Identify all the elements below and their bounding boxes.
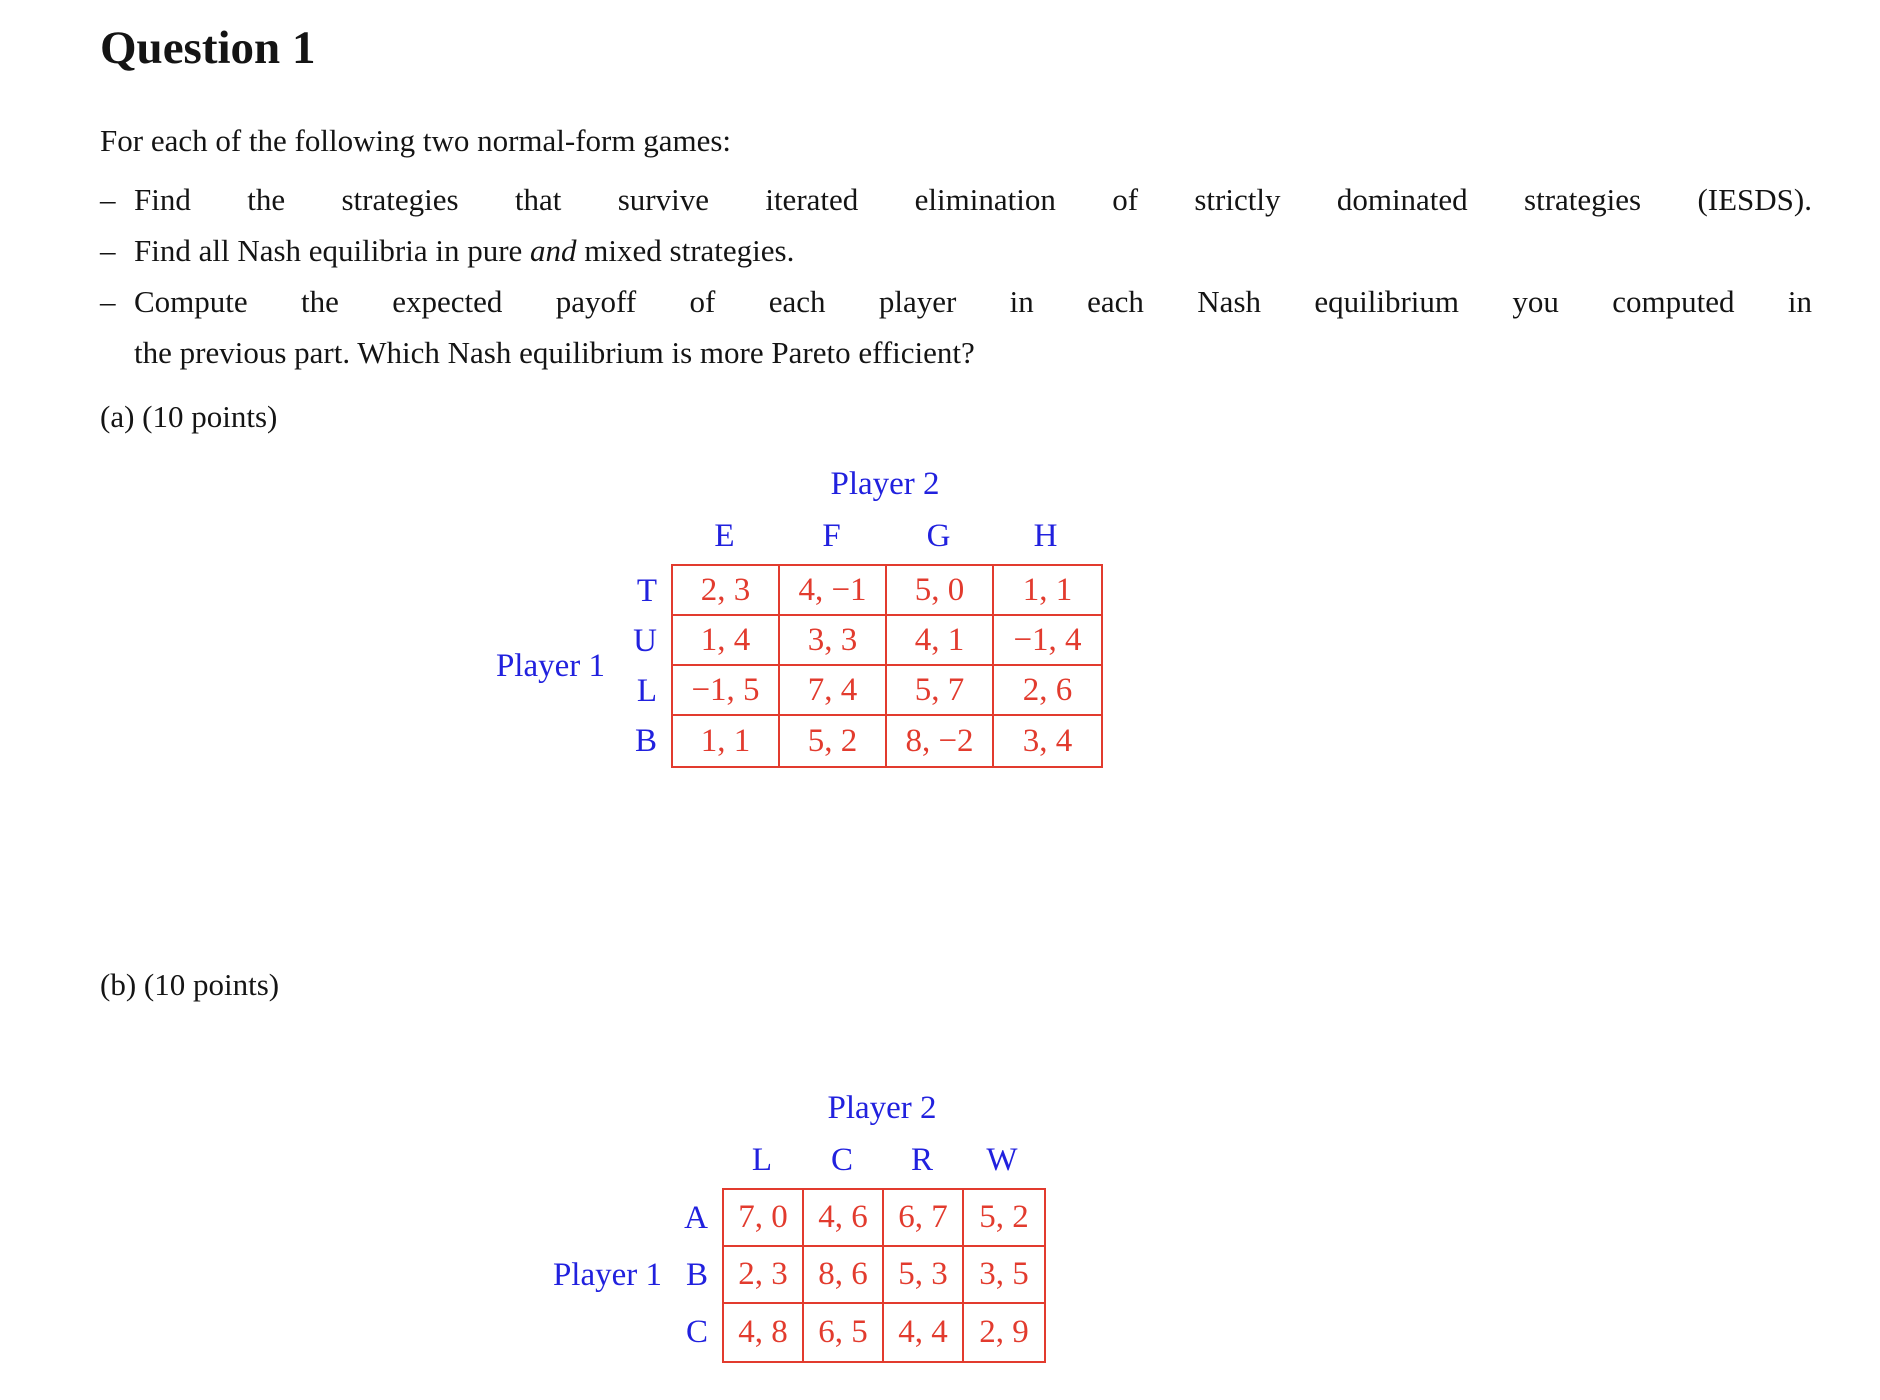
game-a-payoff-grid: 2, 3 4, −1 5, 0 1, 1 1, 4 3, 3 4, 1 −1, …: [671, 564, 1103, 768]
part-a-label: (a) (10 points): [100, 399, 278, 434]
payoff-cell: 5, 2: [964, 1190, 1044, 1247]
bullet-dash: –: [100, 284, 116, 319]
column-header: R: [910, 1142, 933, 1178]
payoff-cell: 5, 3: [884, 1247, 964, 1304]
game-b-matrix: Player 2 L C R W Player 1 A B C 7, 0 4, …: [540, 1086, 1046, 1363]
row-header: B: [634, 722, 657, 759]
game-a-player1-label: Player 1: [495, 647, 605, 684]
payoff-cell: 3, 3: [780, 616, 887, 666]
payoff-cell: 5, 2: [780, 716, 887, 766]
bullet-text-part: Find all Nash equilibria in pure: [134, 233, 531, 268]
game-b-player1-label: Player 1: [552, 1257, 662, 1293]
payoff-cell: −1, 5: [673, 666, 780, 716]
payoff-cell: 1, 1: [994, 566, 1101, 616]
row-header: B: [685, 1257, 708, 1293]
bullet-text-part: mixed strategies.: [576, 233, 795, 268]
bullet-text: Find all Nash equilibria in pure and mix…: [134, 225, 1812, 276]
payoff-cell: 2, 3: [673, 566, 780, 616]
intro-text: For each of the following two normal-for…: [100, 123, 732, 158]
payoff-cell: 8, 6: [804, 1247, 884, 1304]
game-a-body: Player 1 T U L B 2, 3 4, −1 5, 0 1, 1 1,…: [483, 564, 1103, 768]
game-a-matrix: Player 2 E F G H Player 1 T U L B 2, 3 4…: [483, 462, 1103, 768]
column-header: G: [926, 518, 951, 554]
row-header: A: [684, 1200, 708, 1236]
bullet-dash: –: [100, 233, 116, 268]
payoff-cell: 4, 6: [804, 1190, 884, 1247]
payoff-cell: 7, 0: [724, 1190, 804, 1247]
page-title: Question 1: [100, 22, 316, 74]
bullet-item-payoff: – Compute the expected payoff of each pl…: [100, 276, 1812, 378]
game-a-player2-label: Player 2: [830, 466, 940, 502]
row-header: C: [685, 1314, 708, 1350]
payoff-cell: 4, 1: [887, 616, 994, 666]
payoff-cell: 3, 4: [1022, 722, 1073, 759]
payoff-cell: 8, −2: [887, 716, 994, 766]
payoff-cell: 4, −1: [780, 566, 887, 616]
column-header: C: [830, 1142, 853, 1178]
row-header: U: [633, 622, 657, 659]
payoff-cell: 5, 0: [887, 566, 994, 616]
game-b-row-headers: A B C: [676, 1190, 722, 1361]
payoff-cell: −1, 4: [994, 616, 1101, 666]
bullet-text-line2: the previous part. Which Nash equilibriu…: [134, 335, 975, 370]
payoff-cell: 6, 7: [884, 1190, 964, 1247]
payoff-cell: 7, 4: [780, 666, 887, 716]
row-header: T: [636, 572, 657, 609]
game-b-body: Player 1 A B C 7, 0 4, 6 6, 7 5, 2 2, 3 …: [540, 1188, 1046, 1363]
bullet-item-nash: – Find all Nash equilibria in pure and m…: [100, 225, 1812, 276]
column-header: L: [751, 1142, 773, 1178]
column-header: E: [714, 518, 735, 554]
payoff-cell: 5, 7: [887, 666, 994, 716]
column-header: W: [986, 1142, 1018, 1178]
column-header: F: [822, 518, 841, 554]
payoff-cell: 2, 3: [724, 1247, 804, 1304]
payoff-cell: 1, 4: [673, 616, 780, 666]
payoff-cell: 3, 5: [964, 1247, 1044, 1304]
bullet-dash: –: [100, 182, 116, 217]
game-b-column-headers: L C R W: [722, 1138, 1046, 1182]
payoff-cell: 4, 8: [724, 1304, 804, 1361]
bullet-text: Compute the expected payoff of each play…: [134, 276, 1812, 378]
row-header: L: [636, 672, 657, 709]
bullet-item-iesds: – Find the strategies that survive itera…: [100, 174, 1812, 225]
payoff-cell: 4, 4: [884, 1304, 964, 1361]
payoff-cell: 2, 9: [979, 1314, 1029, 1350]
bullet-text: Find the strategies that survive iterate…: [134, 182, 1812, 217]
game-b-payoff-grid: 7, 0 4, 6 6, 7 5, 2 2, 3 8, 6 5, 3 3, 5 …: [722, 1188, 1046, 1363]
payoff-cell: 6, 5: [804, 1304, 884, 1361]
bullet-text-line1: Compute the expected payoff of each play…: [134, 284, 1812, 319]
bullet-text-emphasis: and: [530, 233, 577, 268]
payoff-cell: 2, 6: [994, 666, 1101, 716]
part-b-label: (b) (10 points): [100, 967, 280, 1002]
game-a-column-headers: E F G H: [671, 514, 1103, 558]
game-b-player2-label: Player 2: [827, 1090, 937, 1126]
column-header: H: [1033, 518, 1058, 554]
game-a-row-headers: T U L B: [619, 566, 671, 766]
payoff-cell: 1, 1: [673, 716, 780, 766]
